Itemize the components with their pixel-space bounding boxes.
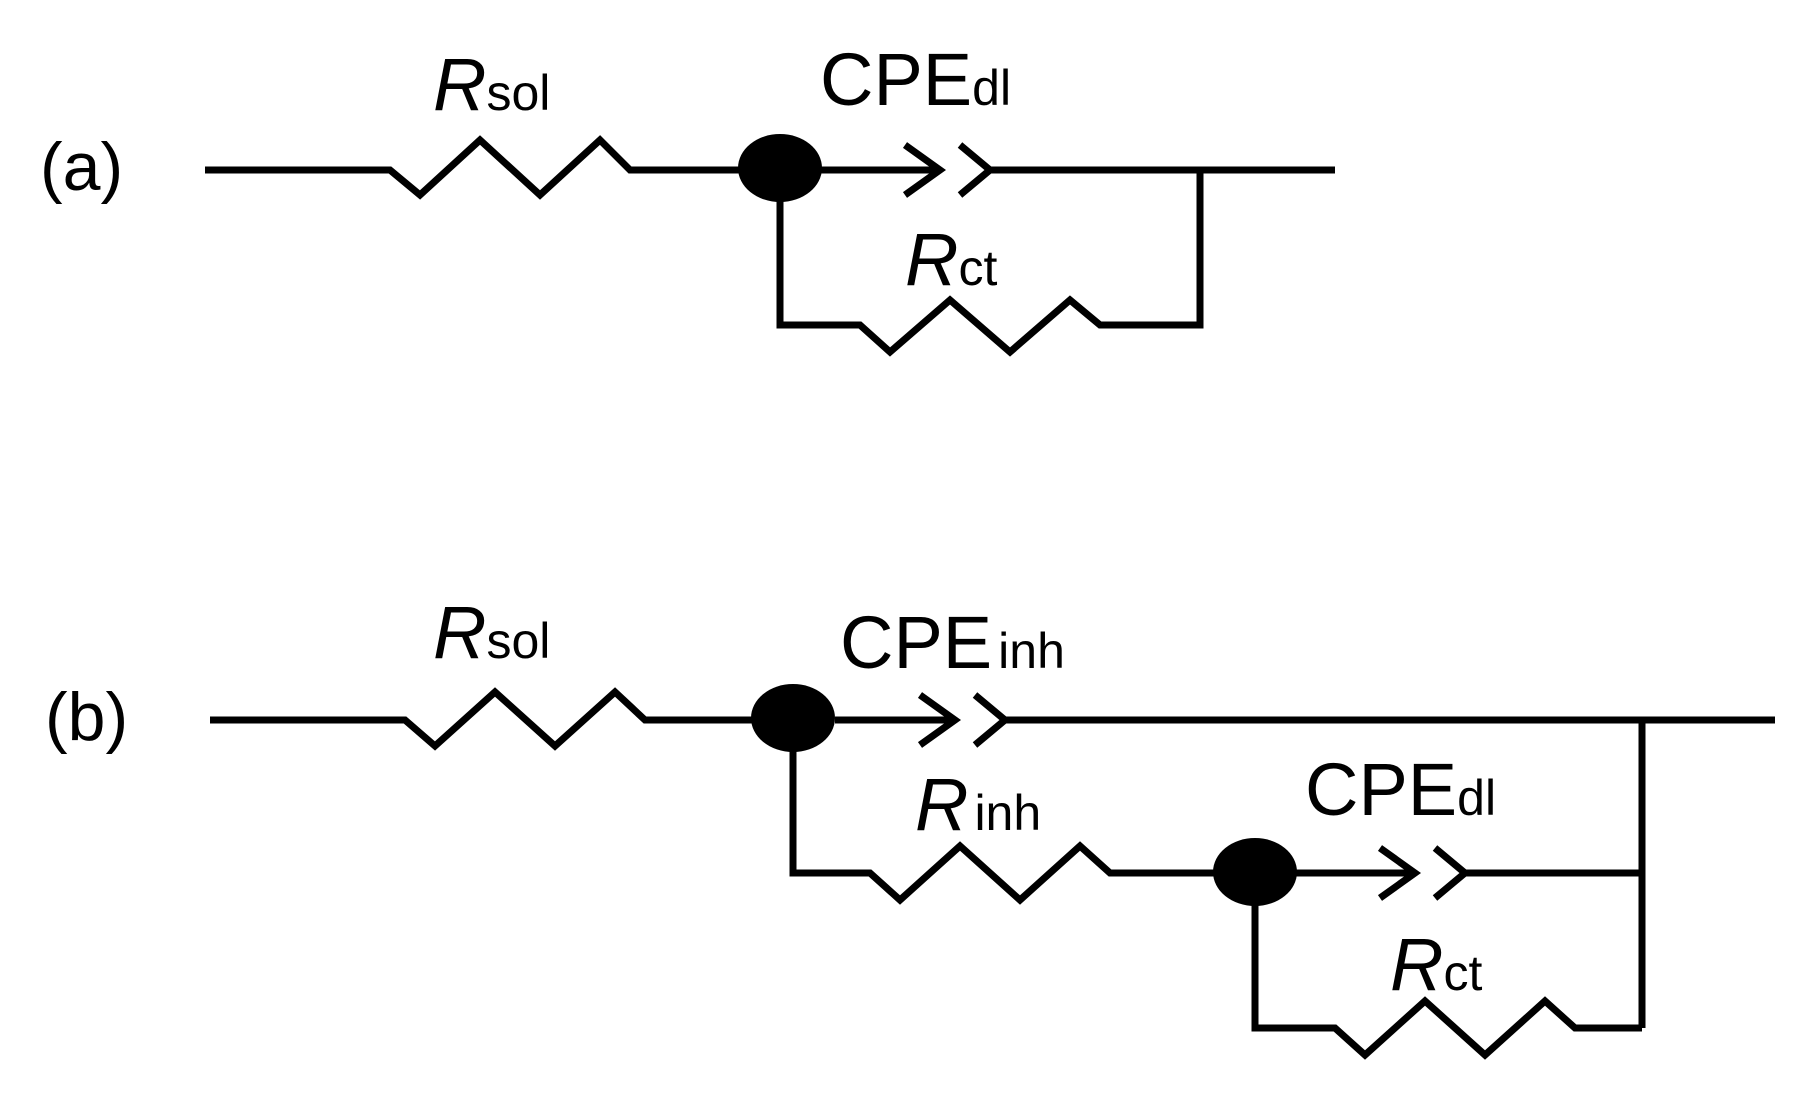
circuit-a-cpe-dl-label: CPEdl bbox=[820, 38, 1011, 121]
circuit-b-rsol-resistor bbox=[210, 687, 795, 751]
circuit-b-rct-resistor bbox=[1251, 905, 1642, 1060]
circuit-a-rsol-resistor bbox=[205, 135, 780, 200]
circuit-b-rsol-label: Rsol bbox=[433, 591, 550, 674]
circuit-b-rct-label: Rct bbox=[1390, 923, 1482, 1006]
circuit-b-rinh-resistor bbox=[789, 750, 1255, 905]
circuit-b-cpe-dl-label: CPEdl bbox=[1305, 748, 1496, 831]
circuit-b-node-1 bbox=[751, 684, 835, 752]
circuit-a-rct-resistor bbox=[776, 170, 1204, 357]
circuit-a: (a) Rsol CPEdl Rct bbox=[40, 38, 1335, 357]
circuit-a-rsol-label: Rsol bbox=[433, 43, 550, 126]
circuit-b-label: (b) bbox=[45, 679, 128, 755]
circuit-a-rct-label: Rct bbox=[905, 218, 997, 301]
circuit-a-node bbox=[738, 134, 822, 202]
circuit-b-node-2 bbox=[1213, 838, 1297, 906]
circuit-a-label: (a) bbox=[40, 129, 123, 205]
